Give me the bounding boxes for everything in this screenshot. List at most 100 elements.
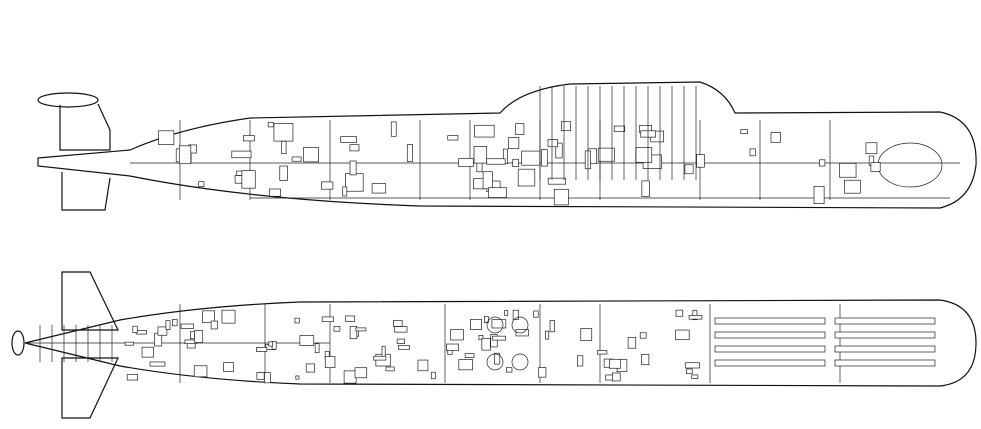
equipment-block — [609, 358, 622, 369]
equipment-block — [269, 188, 281, 197]
equipment-block — [349, 326, 358, 340]
equipment-block — [158, 130, 175, 145]
equipment-block — [533, 310, 539, 318]
equipment-block — [740, 129, 748, 134]
equipment-block — [538, 367, 547, 378]
equipment-block — [639, 332, 647, 339]
equipment-block — [303, 147, 319, 163]
equipment-block — [549, 320, 555, 333]
equipment-block — [839, 162, 857, 178]
equipment-block — [194, 330, 204, 343]
equipment-block — [126, 374, 138, 381]
equipment-block — [553, 188, 569, 206]
equipment-block — [223, 362, 234, 372]
equipment-block — [342, 186, 348, 197]
equipment-block — [256, 372, 265, 380]
equipment-block — [371, 183, 387, 194]
equipment-block — [172, 319, 178, 327]
equipment-block — [692, 309, 698, 321]
equipment-block — [349, 160, 357, 176]
equipment-block — [446, 343, 459, 351]
side-hull-outline — [37, 81, 977, 209]
equipment-block — [470, 319, 482, 330]
equipment-block — [491, 319, 507, 329]
equipment-block — [870, 162, 881, 172]
equipment-block — [305, 363, 316, 373]
equipment-block — [488, 187, 507, 198]
equipment-block — [256, 346, 268, 352]
equipment-block — [770, 132, 781, 143]
equipment-block — [243, 135, 255, 142]
equipment-block — [547, 177, 567, 185]
equipment-block — [349, 144, 360, 152]
equipment-block — [494, 352, 501, 365]
equipment-block — [517, 168, 536, 187]
equipment-block — [291, 156, 302, 162]
equipment-block — [355, 327, 367, 332]
equipment-block — [813, 186, 825, 204]
equipment-block — [545, 330, 550, 340]
equipment-block — [417, 359, 429, 372]
equipment-block — [447, 135, 459, 141]
equipment-block — [180, 323, 195, 329]
equipment-block — [193, 365, 208, 378]
equipment-block — [198, 181, 205, 187]
torpedo-tube — [834, 317, 936, 325]
equipment-block — [333, 326, 341, 332]
equipment-block — [580, 328, 593, 341]
equipment-block — [478, 335, 484, 341]
equipment-block — [132, 325, 138, 333]
hatch — [486, 353, 504, 371]
equipment-block — [635, 147, 653, 163]
lower-stabilizer — [61, 357, 119, 419]
equipment-block — [627, 336, 637, 349]
equipment-block — [492, 335, 506, 341]
equipment-block — [141, 346, 154, 358]
equipment-block — [675, 309, 684, 317]
top-hull-outline — [24, 299, 977, 387]
equipment-block — [279, 165, 288, 181]
equipment-block — [324, 356, 336, 368]
equipment-block — [273, 123, 294, 142]
equipment-block — [396, 338, 406, 344]
hatch — [511, 353, 529, 371]
equipment-block — [210, 320, 218, 330]
equipment-block — [149, 361, 166, 367]
equipment-block — [691, 374, 699, 379]
equipment-block — [385, 366, 395, 372]
equipment-block — [264, 372, 271, 384]
equipment-block — [231, 150, 252, 159]
rudder-pod — [37, 92, 99, 108]
equipment-block — [512, 158, 519, 168]
equipment-block — [394, 326, 408, 333]
equipment-block — [473, 146, 488, 164]
equipment-block — [515, 123, 525, 135]
equipment-block — [373, 355, 387, 361]
equipment-block — [345, 315, 356, 322]
equipment-block — [202, 310, 215, 323]
equipment-block — [190, 331, 195, 340]
equipment-block — [398, 344, 410, 350]
equipment-block — [865, 142, 878, 155]
equipment-block — [268, 341, 273, 347]
equipment-block — [482, 171, 493, 190]
equipment-block — [430, 371, 436, 380]
equipment-block — [124, 341, 134, 346]
equipment-block — [157, 326, 168, 336]
equipment-block — [684, 362, 700, 369]
equipment-block — [294, 317, 300, 324]
equipment-block — [340, 136, 357, 143]
equipment-block — [393, 319, 403, 327]
equipment-block — [321, 181, 334, 190]
equipment-block — [696, 154, 705, 168]
propeller — [11, 330, 25, 356]
equipment-block — [577, 355, 584, 367]
equipment-block — [267, 122, 274, 128]
equipment-block — [597, 147, 615, 162]
equipment-block — [135, 330, 147, 335]
equipment-block — [381, 345, 386, 358]
equipment-block — [178, 145, 192, 165]
equipment-block — [508, 137, 520, 150]
equipment-block — [241, 170, 256, 189]
equipment-block — [555, 142, 563, 159]
